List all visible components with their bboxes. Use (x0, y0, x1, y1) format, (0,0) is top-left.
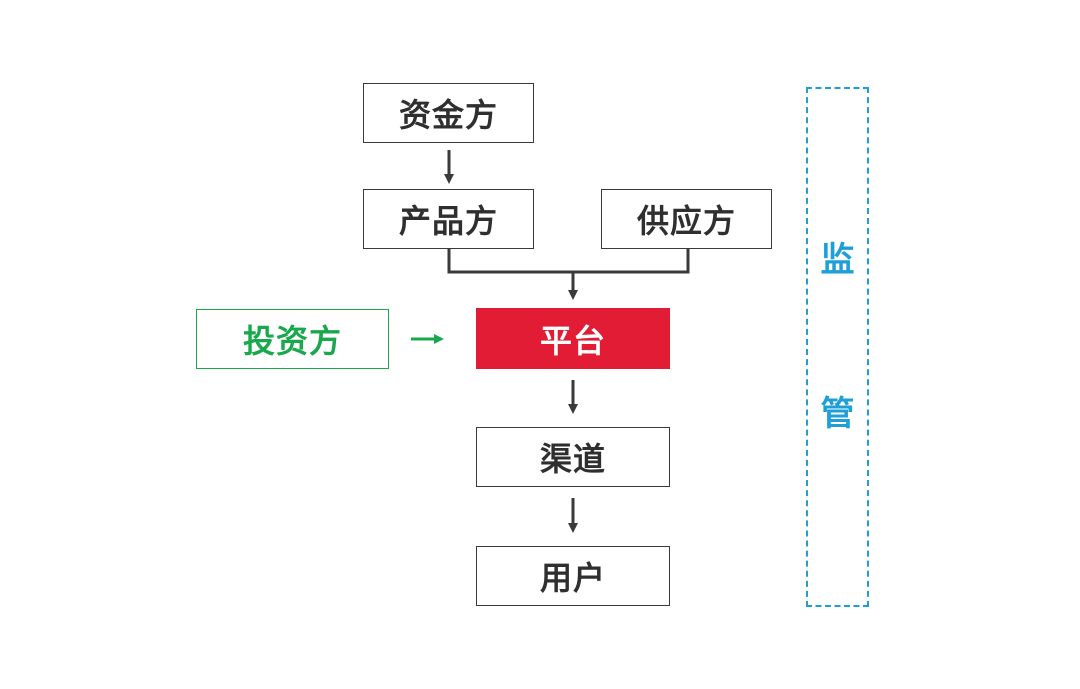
node-user-label: 用户 (539, 559, 606, 597)
node-funding-party: 资金方 (363, 83, 534, 143)
supervision-label-char-2: 管 (820, 394, 855, 434)
node-user: 用户 (476, 546, 670, 606)
node-platform-label: 平台 (539, 321, 606, 360)
node-product-party-label: 产品方 (398, 202, 498, 240)
merge-connector (447, 249, 690, 274)
node-platform: 平台 (476, 308, 670, 369)
node-supplier-party-label: 供应方 (636, 202, 736, 240)
supervision-frame (806, 87, 869, 607)
node-investor-party-label: 投资方 (242, 322, 342, 360)
node-investor-party: 投资方 (196, 309, 389, 369)
node-supplier-party: 供应方 (601, 189, 772, 249)
node-funding-party-label: 资金方 (398, 96, 498, 134)
supervision-label-char-1: 监 (820, 240, 855, 280)
node-channel-label: 渠道 (539, 440, 606, 478)
node-product-party: 产品方 (363, 189, 534, 249)
node-channel: 渠道 (476, 427, 670, 487)
